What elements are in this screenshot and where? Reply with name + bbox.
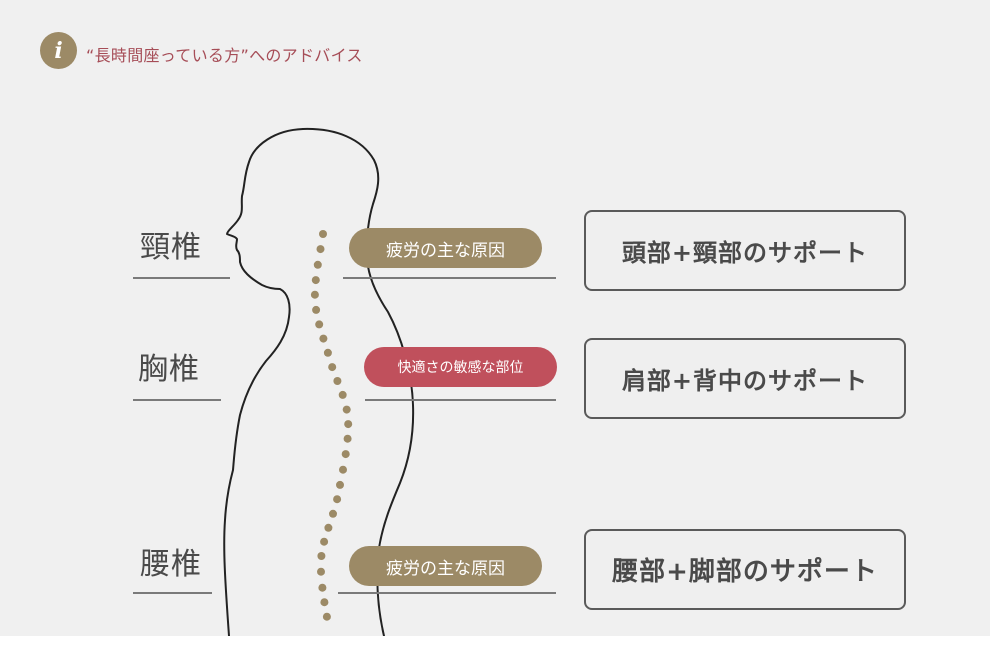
- spine-dot: [318, 583, 327, 592]
- spine-dot: [315, 320, 324, 329]
- spine-dot: [342, 405, 351, 414]
- badge-thoracic: 快適さの敏感な部位: [364, 347, 557, 387]
- spine-dot: [310, 290, 319, 299]
- badge-underline-thoracic: [365, 399, 556, 401]
- spine-dot: [313, 260, 322, 269]
- badge-underline-cervical: [343, 277, 556, 279]
- support-box-thoracic: 肩部+背中のサポート: [584, 338, 906, 419]
- spine-dot: [339, 465, 347, 474]
- spine-dots: [310, 230, 353, 621]
- region-label-lumbar: 腰椎: [140, 547, 202, 582]
- spine-dot: [328, 363, 337, 372]
- posture-advice-diagram: i “長時間座っている方”へのアドバイス 頸椎 疲労の主な原因 頭部+頸部のサポ…: [0, 0, 990, 636]
- spine-dot: [317, 567, 325, 576]
- spine-dot: [338, 390, 347, 399]
- spine-dot: [322, 612, 331, 621]
- support-box-cervical: 頭部+頸部のサポート: [584, 210, 906, 291]
- badge-lumbar: 疲労の主な原因: [349, 546, 542, 586]
- region-label-thoracic: 胸椎: [138, 352, 200, 387]
- spine-dot: [320, 537, 329, 546]
- spine-dot: [311, 276, 320, 285]
- body-front-outline: [223, 128, 304, 636]
- region-label-cervical: 頸椎: [140, 230, 202, 265]
- spine-dot: [333, 495, 342, 504]
- support-box-lumbar: 腰部+脚部のサポート: [584, 529, 906, 610]
- header-title: “長時間座っている方”へのアドバイス: [86, 45, 363, 65]
- spine-dot: [312, 305, 321, 314]
- header: i “長時間座っている方”へのアドバイス: [40, 32, 363, 69]
- spine-dot: [316, 245, 325, 254]
- region-underline-lumbar: [133, 592, 212, 594]
- spine-dot: [323, 348, 332, 357]
- spine-dot: [319, 334, 328, 343]
- region-underline-thoracic: [133, 399, 221, 401]
- spine-dot: [329, 509, 337, 518]
- human-silhouette: [223, 127, 415, 636]
- info-icon: i: [40, 32, 77, 69]
- spine-dot: [343, 434, 352, 443]
- badge-underline-lumbar: [338, 592, 556, 594]
- spine-dot: [333, 377, 342, 385]
- spine-dot: [336, 480, 344, 489]
- badge-cervical: 疲労の主な原因: [349, 228, 542, 268]
- spine-dot: [324, 523, 333, 532]
- spine-dot: [317, 552, 326, 560]
- body-back-outline: [302, 127, 415, 636]
- spine-dot: [341, 450, 350, 459]
- region-underline-cervical: [133, 277, 230, 279]
- spine-dot: [344, 420, 353, 429]
- spine-dot: [319, 230, 327, 238]
- spine-dot: [320, 598, 329, 607]
